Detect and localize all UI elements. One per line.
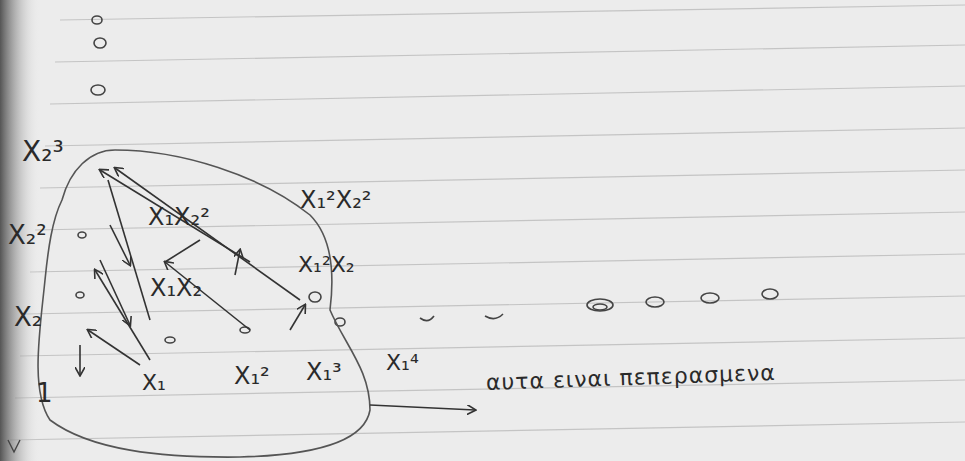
- monomial: X₁³: [306, 360, 342, 384]
- monomial: X₂³: [22, 138, 64, 166]
- monomial: X₂: [14, 304, 42, 330]
- handwritten-note: αυτα ειναι πεπερασμενα: [486, 362, 776, 394]
- monomial: X₁²X₂: [298, 254, 355, 276]
- monomial: X₁²: [234, 364, 270, 388]
- monomial: X₂²: [8, 222, 47, 248]
- monomial: X₁⁴: [386, 352, 419, 374]
- order-arrows: [80, 168, 305, 375]
- pointer-arrow: [370, 405, 475, 410]
- monomial: X₁X₂²: [148, 205, 210, 229]
- monomial: X₁: [142, 372, 166, 394]
- margin-mark: [8, 440, 20, 452]
- monomial: 1: [36, 380, 53, 406]
- monomial: X₁²X₂²: [300, 188, 371, 212]
- lattice-dots: [76, 16, 778, 343]
- monomial: X₁X₂: [150, 276, 202, 300]
- ruled-lines: [10, 5, 965, 440]
